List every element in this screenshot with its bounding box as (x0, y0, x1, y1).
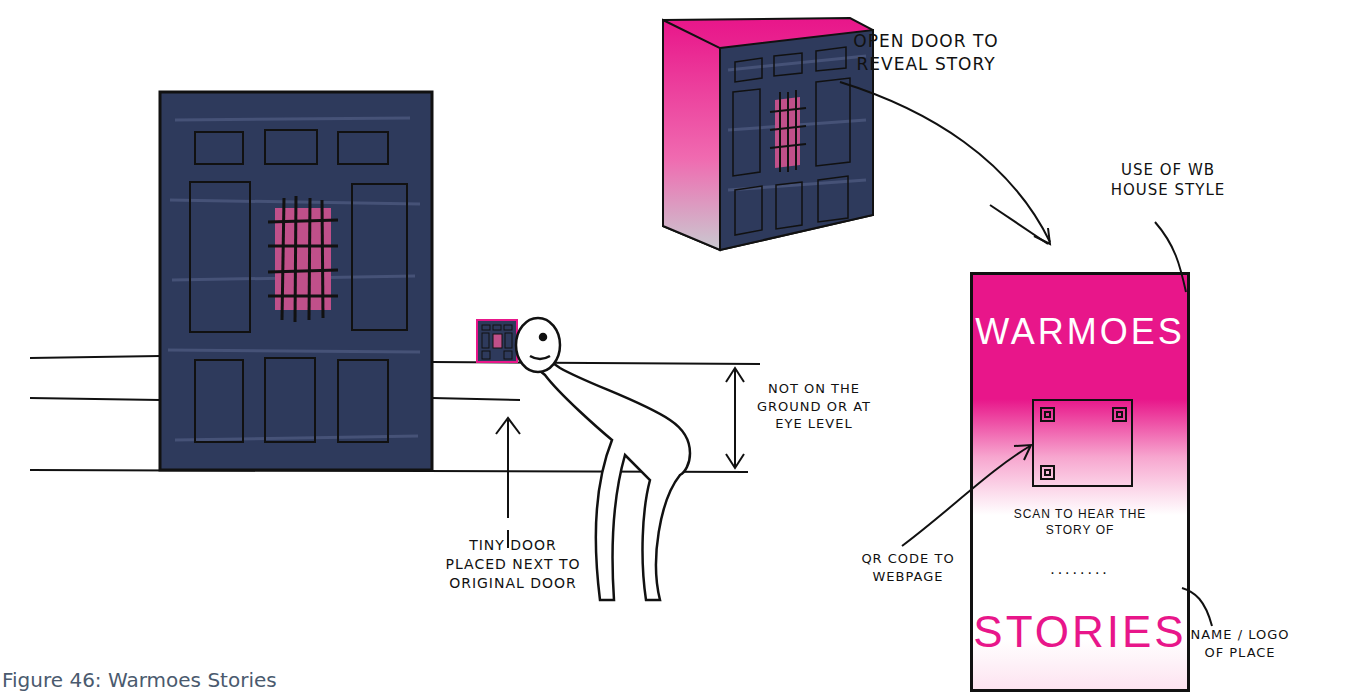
original-door-part-part (338, 132, 388, 164)
original-door-part-part (190, 182, 250, 332)
qr-code-part (1045, 412, 1050, 417)
original-door-part-part (268, 295, 338, 298)
tiny-door-part-part (482, 325, 490, 330)
annotation-note: TINY DOOR PLACED NEXT TO ORIGINAL DOOR (438, 536, 588, 593)
original-door-part-part (309, 198, 310, 320)
open-door-card-part-part (735, 186, 762, 235)
street-lines-part (30, 356, 160, 358)
tiny-door-part-part (504, 351, 512, 359)
original-door-part (160, 92, 432, 470)
original-door-part (168, 118, 420, 440)
original-door-part-part (265, 358, 315, 442)
tiny-door-part-part (482, 333, 489, 348)
pointer-arrows-part (726, 454, 744, 468)
original-door-part-part (295, 196, 296, 322)
qr-code-part (1033, 400, 1132, 486)
annotation-note: QR CODE TO WEBPAGE (848, 550, 968, 585)
tiny-door-part-part (493, 325, 501, 330)
stick-figure-part (516, 318, 560, 372)
street-lines-part (432, 398, 520, 400)
open-door-card-part-part (770, 144, 806, 148)
qr-code-part (1041, 408, 1054, 421)
open-door-card-part-part (770, 108, 806, 112)
open-door-card-part-part (795, 90, 797, 170)
qr-code-part (1117, 412, 1122, 417)
tiny-door-part (482, 325, 512, 359)
original-door-part (268, 196, 338, 322)
stick-figure-part (540, 334, 546, 340)
open-door-card (663, 18, 873, 250)
figure-caption: Figure 46: Warmoes Stories (2, 668, 277, 692)
open-door-card-part-part (733, 89, 760, 176)
leader-lines (840, 82, 1212, 626)
annotation-note: USE OF WB HOUSE STYLE (1098, 160, 1238, 201)
original-door-part-part (338, 360, 388, 442)
sign-card: WARMOES SCAN TO HEAR THE STORY OF........… (970, 272, 1190, 692)
stick-figure-part (530, 356, 550, 359)
original-door-part-part (322, 200, 323, 318)
tiny-door-part-part (505, 333, 512, 348)
leader-lines-part (1014, 445, 1031, 460)
tiny-door (477, 320, 517, 362)
pointer-arrows-part (507, 420, 509, 518)
open-door-card-part-part (816, 78, 850, 166)
place-title: WARMOES (973, 309, 1187, 356)
original-door (160, 92, 432, 470)
leader-lines-part (1034, 228, 1050, 244)
pointer-arrows-part (726, 368, 744, 382)
open-door-card-part-part (787, 92, 789, 172)
original-door-part-part (175, 118, 410, 120)
original-door-part (190, 130, 407, 442)
tiny-door-part (477, 320, 517, 362)
tiny-door-part-part (482, 351, 490, 359)
original-door-part-part (268, 270, 338, 272)
qr-code-part (1113, 408, 1126, 421)
original-door-part-part (268, 220, 338, 222)
pointer-arrows-part (734, 370, 736, 466)
open-door-card-part-part (818, 176, 848, 222)
open-door-card-part (663, 18, 873, 250)
original-door-part-part (282, 198, 284, 320)
original-door-part-part (175, 436, 418, 440)
open-door-card-part-part (774, 53, 802, 76)
open-door-card-part-part (816, 47, 846, 71)
leader-lines-part (902, 446, 1030, 546)
open-door-card-part (770, 90, 806, 172)
pointer-arrows-part (496, 418, 520, 434)
annotation-note: OPEN DOOR TO REVEAL STORY (826, 30, 1026, 76)
leader-lines-part (1155, 222, 1186, 292)
qr-code-part (1041, 466, 1054, 479)
annotation-note: NOT ON THE GROUND OR AT EYE LEVEL (750, 380, 878, 433)
original-door-part-part (168, 350, 420, 352)
open-door-card-part (663, 20, 720, 250)
annotation-note: NAME / LOGO OF PLACE (1190, 626, 1290, 661)
tiny-door-part (493, 334, 502, 348)
open-door-card-part (733, 47, 850, 235)
open-door-card-part (720, 30, 873, 250)
original-door-part-part (268, 245, 338, 248)
original-door-part-part (352, 184, 407, 330)
leader-lines-part (840, 82, 1050, 242)
street-lines-part (30, 398, 160, 400)
tiny-door-part-part (504, 325, 512, 330)
qr-code (1033, 400, 1132, 486)
original-door-part-part (195, 360, 243, 442)
open-door-card-part-part (779, 92, 781, 172)
open-door-card-part-part (776, 182, 802, 229)
place-logo: STORIES (973, 603, 1187, 660)
placeholder-dots: ........ (1013, 559, 1147, 580)
original-door-part-part (265, 130, 317, 164)
pointer-arrows (496, 368, 744, 548)
open-door-card-part-part (770, 126, 806, 130)
leader-lines-part (1182, 588, 1212, 626)
qr-code-part (1045, 470, 1050, 475)
scan-instruction: SCAN TO HEAR THE STORY OF (995, 507, 1165, 538)
open-door-card-part-part (735, 58, 762, 82)
open-door-card-part (728, 56, 866, 190)
original-door-part-part (195, 132, 243, 164)
leader-lines-part (990, 205, 1048, 244)
